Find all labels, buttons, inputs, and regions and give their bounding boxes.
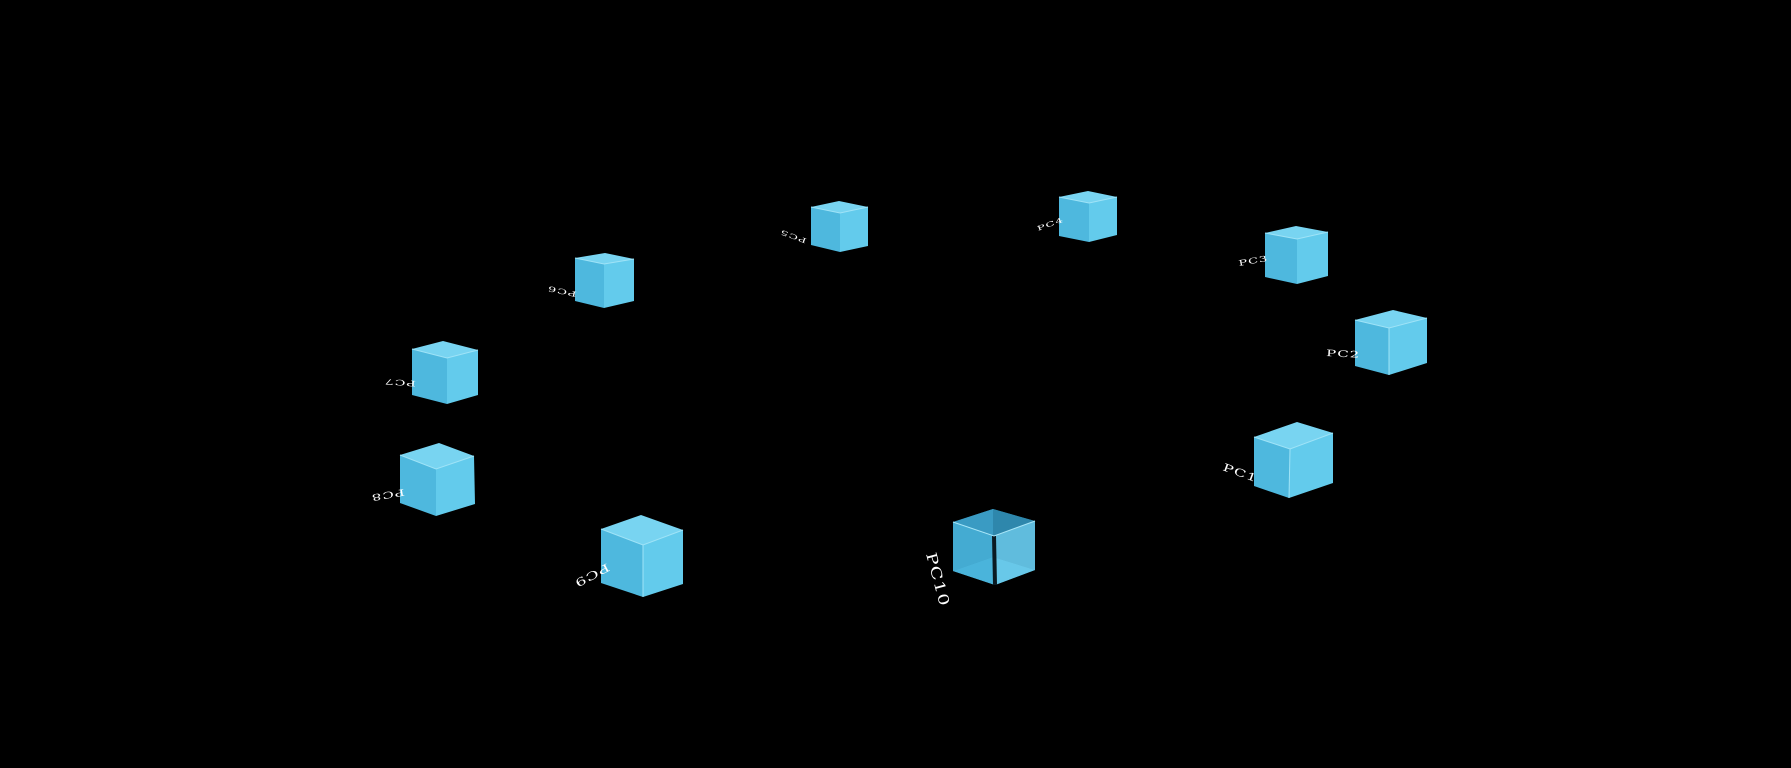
node-pc5[interactable]: PC5 bbox=[779, 201, 869, 252]
node-pc10[interactable]: PC10 bbox=[923, 509, 1036, 608]
node-label-pc7: PC7 bbox=[384, 377, 417, 388]
node-pc1[interactable]: PC1 bbox=[1221, 422, 1334, 499]
cube-pc3-icon bbox=[1264, 226, 1329, 284]
cube-pc1-icon bbox=[1253, 422, 1334, 499]
node-pc8[interactable]: PC8 bbox=[370, 443, 475, 516]
node-pc9[interactable]: PC9 bbox=[572, 515, 684, 597]
cube-pc2-icon bbox=[1354, 310, 1428, 375]
cube-pc10-icon bbox=[952, 509, 1036, 586]
node-pc6[interactable]: PC6 bbox=[546, 253, 635, 308]
node-pc7[interactable]: PC7 bbox=[384, 341, 479, 404]
cube-pc9-icon bbox=[600, 515, 684, 597]
node-pc2[interactable]: PC2 bbox=[1326, 310, 1428, 375]
node-label-pc2: PC2 bbox=[1326, 348, 1361, 360]
cube-pc7-icon bbox=[411, 341, 479, 404]
cube-pc6-icon bbox=[574, 253, 635, 308]
cube-pc8-icon bbox=[399, 443, 475, 516]
cube-pc4-icon bbox=[1058, 191, 1118, 242]
cube-pc5-icon bbox=[810, 201, 869, 252]
